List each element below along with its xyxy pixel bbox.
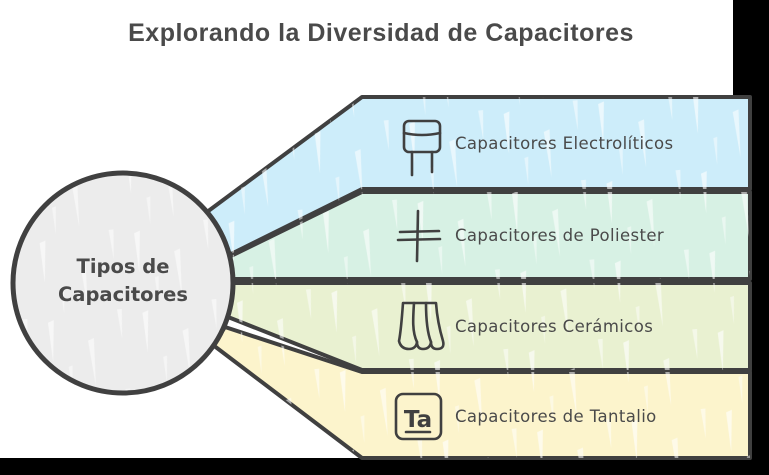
polyester-capacitor-icon (396, 209, 442, 263)
branch-polyester-label: Capacitores de Poliester (455, 226, 664, 245)
branch-ceramic-label: Capacitores Cerámicos (455, 317, 653, 336)
branch-electrolytic-label: Capacitores Electrolíticos (455, 134, 673, 153)
electrolytic-capacitor-icon (402, 119, 442, 177)
center-node-label-line2: Capacitores (58, 283, 188, 306)
center-node-label-line1: Tipos de (77, 255, 170, 278)
diagram-title: Explorando la Diversidad de Capacitores (128, 19, 634, 47)
branch-tantalum-label: Capacitores de Tantalio (455, 407, 657, 426)
center-node: Tipos de Capacitores (10, 170, 236, 396)
tantalum-symbol: Ta (404, 407, 432, 433)
tantalum-capacitor-icon: Ta (394, 392, 443, 441)
